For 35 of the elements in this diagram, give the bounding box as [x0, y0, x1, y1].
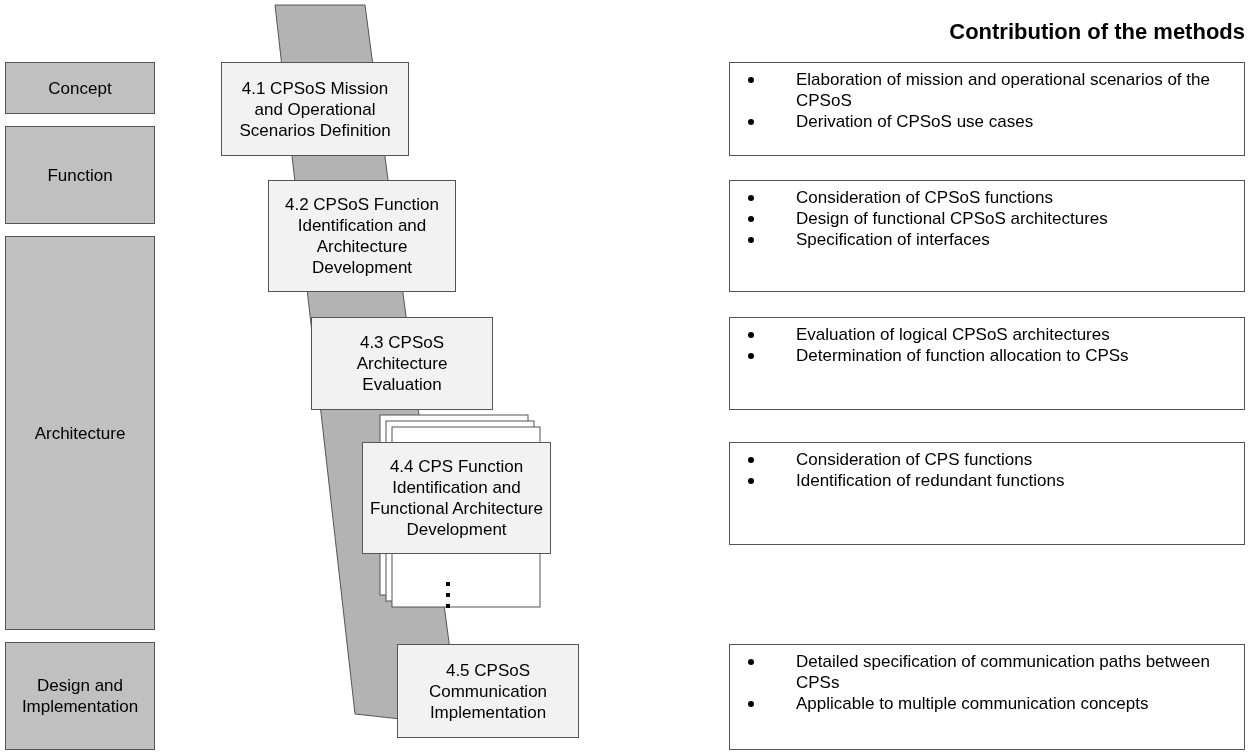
bullet-text: Applicable to multiple communication concepts	[796, 694, 1149, 713]
method-box	[221, 62, 409, 156]
box-label: 4.2 CPSoS Function Identification and Architecture Development	[284, 194, 440, 278]
bullet-text: Consideration of CPS functions	[796, 450, 1033, 469]
bullet-text: Detailed specification of communication paths between CPSs	[796, 652, 1210, 692]
box-label: 4.4 CPS Function Identification and Functional Architecture Development	[369, 456, 544, 540]
method-box	[311, 317, 493, 410]
bullet-text: Identification of redundant functions	[796, 471, 1065, 490]
contribution-box	[729, 644, 1245, 750]
box-label: Function	[47, 164, 113, 186]
phase-box	[5, 642, 155, 750]
contribution-box	[729, 442, 1245, 545]
box-label: Design and Implementation	[20, 675, 140, 717]
bullet-text: Specification of interfaces	[796, 230, 990, 249]
box-label: 4.5 CPSoS Communication Implementation	[427, 659, 549, 723]
box-label: 4.1 CPSoS Mission and Operational Scenarios Definition	[238, 77, 392, 141]
box-label: Concept	[48, 77, 112, 99]
bullet-text: Derivation of CPSoS use cases	[796, 112, 1034, 131]
heading: Contribution of the methods	[948, 18, 1245, 46]
bullet-text: Elaboration of mission and operational scenarios of the CPSoS	[796, 70, 1210, 110]
contribution-box	[729, 62, 1245, 156]
bullet-text: Consideration of CPSoS functions	[796, 188, 1054, 207]
contribution-box	[729, 180, 1245, 292]
method-box	[362, 442, 551, 554]
method-box	[268, 180, 456, 292]
phase-box	[5, 126, 155, 224]
phase-box	[5, 62, 155, 114]
bullet-text: Evaluation of logical CPSoS architectures	[796, 325, 1110, 344]
contribution-box	[729, 317, 1245, 410]
bullet-text: Determination of function allocation to CPSs	[796, 346, 1129, 365]
box-label: 4.3 CPSoS Architecture Evaluation	[355, 332, 449, 395]
phase-box	[5, 236, 155, 630]
bullet-text: Design of functional CPSoS architectures	[796, 209, 1108, 228]
method-box	[397, 644, 579, 738]
box-label: Architecture	[34, 422, 126, 444]
